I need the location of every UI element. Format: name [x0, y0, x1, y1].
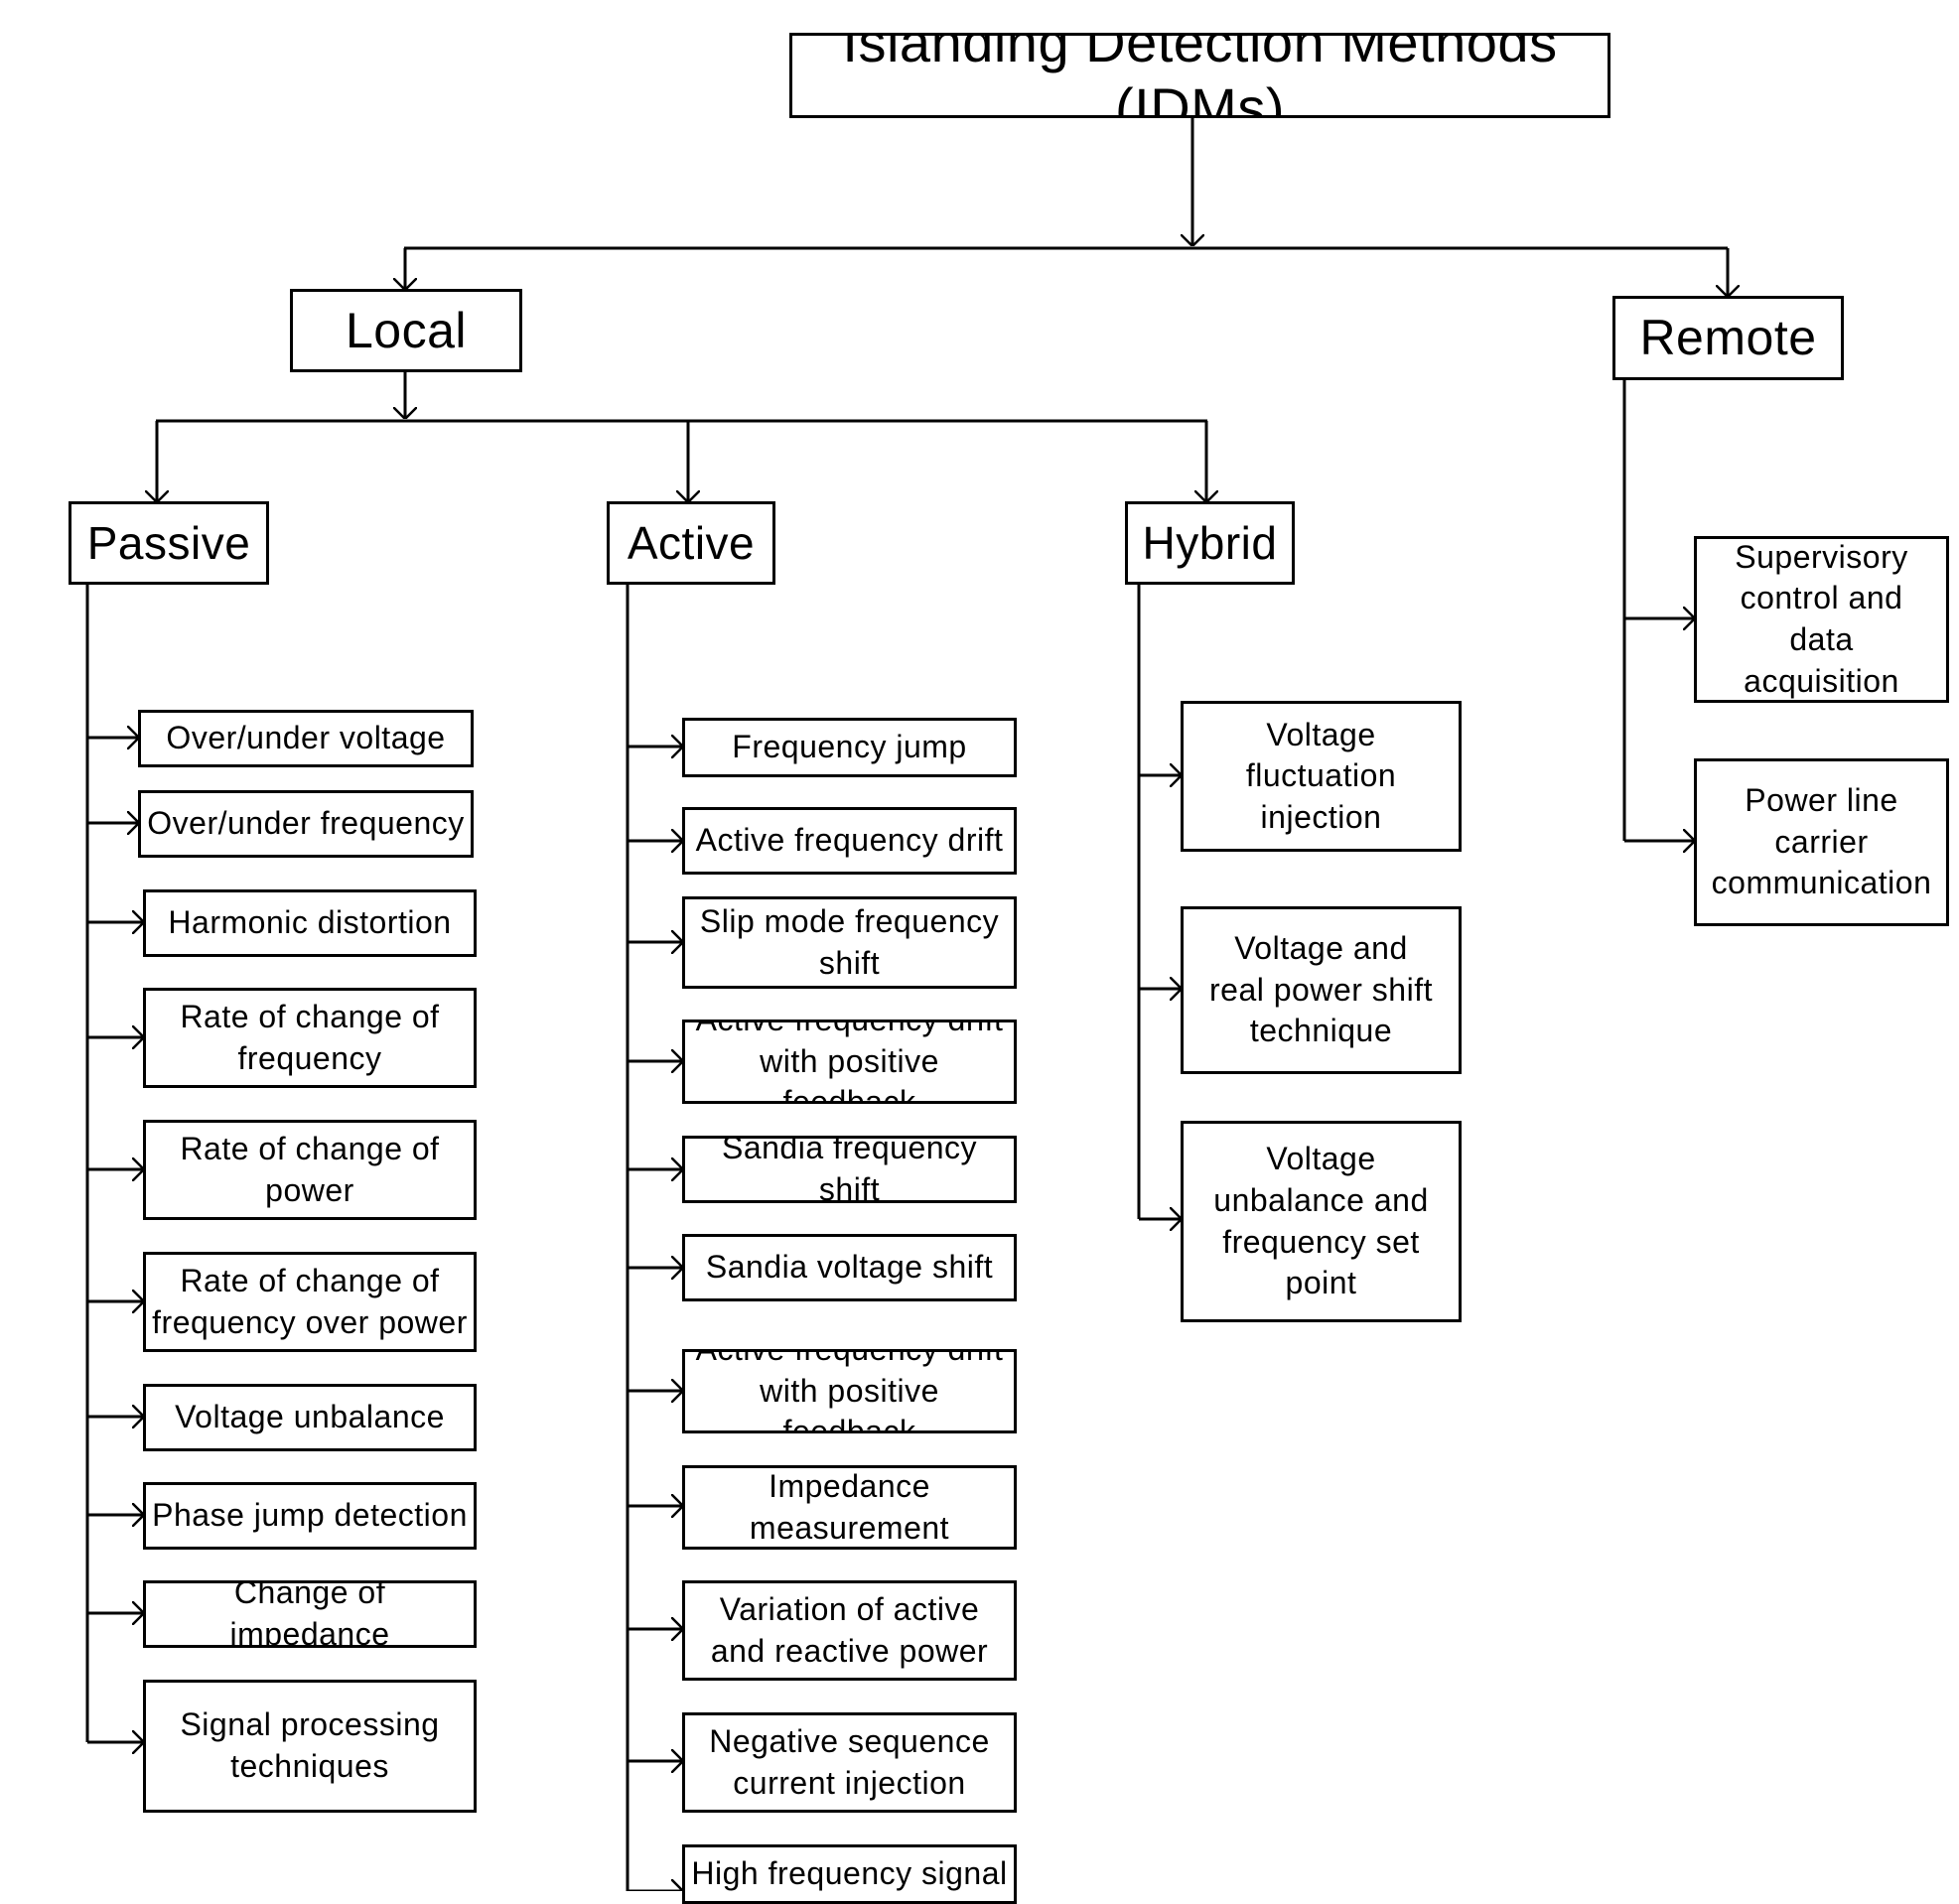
active-method: Frequency jump	[682, 718, 1017, 777]
passive-method: Rate of change of frequency over power	[143, 1252, 477, 1352]
active-method: High frequency signal	[682, 1844, 1017, 1904]
passive-method: Change of impedance	[143, 1580, 477, 1648]
active-method: Sandia frequency shift	[682, 1136, 1017, 1203]
active-method: Sandia voltage shift	[682, 1234, 1017, 1301]
active-method: Active frequency drift with positive fee…	[682, 1349, 1017, 1433]
active-method: Slip mode frequency shift	[682, 896, 1017, 989]
passive-method: Over/under frequency	[138, 790, 474, 858]
active-method: Active frequency drift with positive fee…	[682, 1020, 1017, 1104]
remote-node: Remote	[1612, 296, 1844, 380]
hybrid-method: Voltage unbalance and frequency set poin…	[1181, 1121, 1462, 1322]
hybrid-node: Hybrid	[1125, 501, 1295, 585]
passive-node: Passive	[69, 501, 269, 585]
hybrid-method: Voltage fluctuation injection	[1181, 701, 1462, 852]
active-method: Impedance measurement	[682, 1465, 1017, 1550]
active-method: Negative sequence current injection	[682, 1712, 1017, 1813]
passive-method: Phase jump detection	[143, 1482, 477, 1550]
passive-method: Rate of change of power	[143, 1120, 477, 1220]
passive-method: Signal processing techniques	[143, 1680, 477, 1813]
passive-method: Harmonic distortion	[143, 889, 477, 957]
passive-method: Rate of change of frequency	[143, 988, 477, 1088]
passive-method: Over/under voltage	[138, 710, 474, 767]
diagram-title: Islanding Detection Methods (IDMs)	[789, 33, 1610, 118]
remote-method: Supervisory control and data acquisition	[1694, 536, 1949, 703]
hybrid-method: Voltage and real power shift technique	[1181, 906, 1462, 1074]
active-node: Active	[607, 501, 775, 585]
active-method: Active frequency drift	[682, 807, 1017, 875]
remote-method: Power line carrier communication	[1694, 758, 1949, 926]
local-node: Local	[290, 289, 522, 372]
passive-method: Voltage unbalance	[143, 1384, 477, 1451]
active-method: Variation of active and reactive power	[682, 1580, 1017, 1681]
